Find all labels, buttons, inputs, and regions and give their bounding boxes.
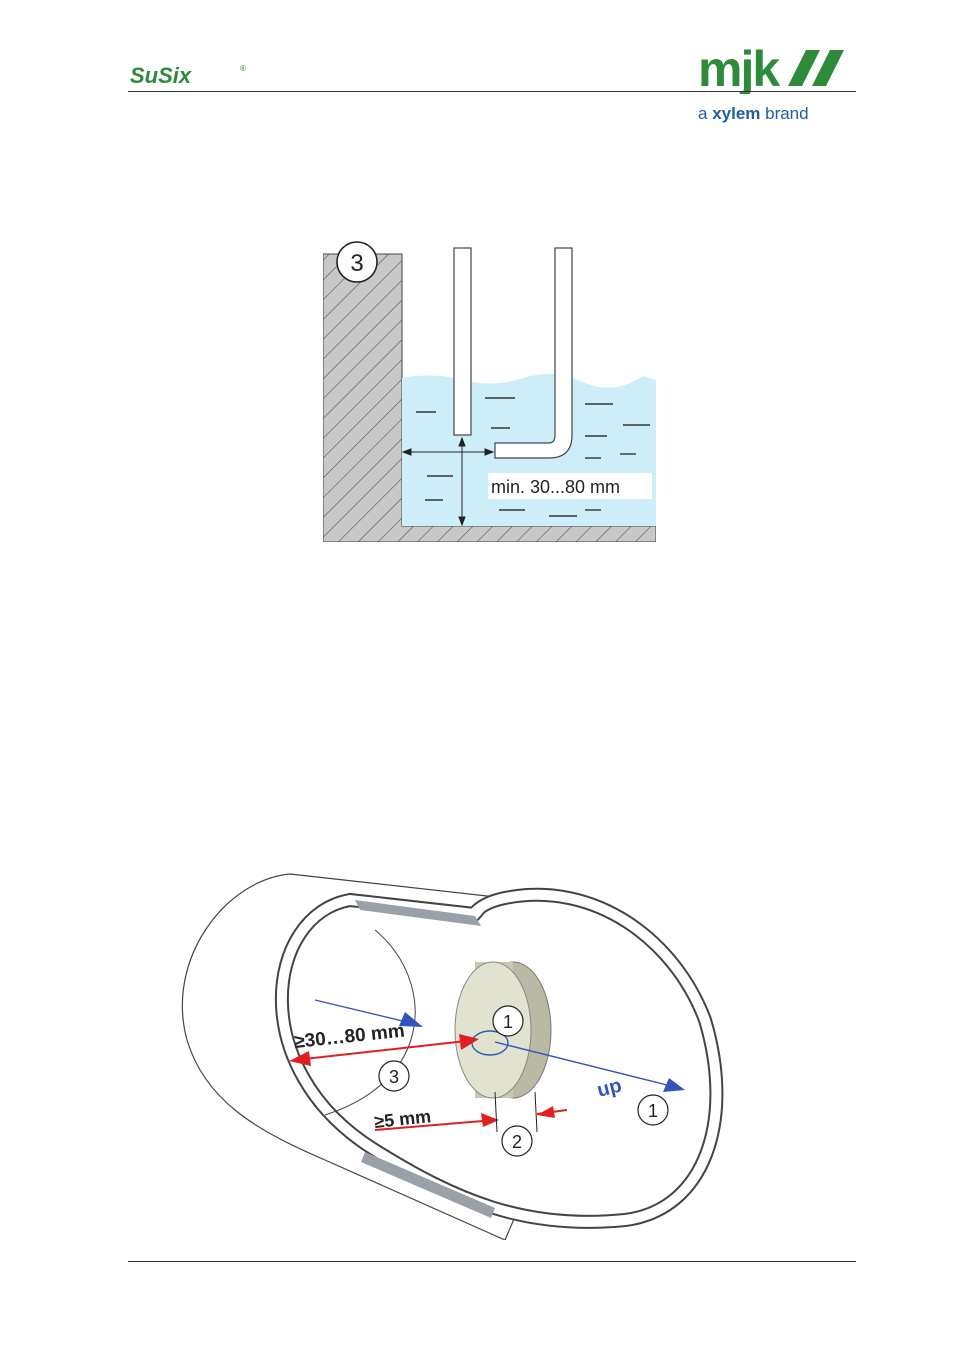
registered-mark: ®	[240, 64, 246, 73]
brand-tagline: a xylem brand	[698, 104, 809, 124]
pipe-top-edge	[290, 874, 505, 898]
tagline-suffix: brand	[760, 104, 808, 123]
callout-2: 2	[512, 1132, 522, 1152]
company-logo-text: mjk	[698, 44, 780, 94]
header-rule	[128, 91, 856, 92]
product-logo-text: SuSix	[130, 63, 192, 88]
callout-number: 3	[350, 250, 363, 277]
dimension-label: min. 30...80 mm	[491, 477, 620, 497]
figure-pipe-installation: up ≥30…80 mm ≥5 mm 1 2 3 1	[175, 870, 735, 1240]
figure-channel-installation: min. 30...80 mm 3	[323, 240, 656, 542]
callout-1a: 1	[503, 1012, 513, 1032]
tagline-brand: xylem	[712, 104, 760, 123]
callout-1b: 1	[648, 1101, 658, 1121]
footer-rule	[128, 1261, 856, 1262]
sensor-pipe-straight	[454, 248, 471, 435]
tagline-prefix: a	[698, 104, 712, 123]
callout-3: 3	[389, 1067, 399, 1087]
